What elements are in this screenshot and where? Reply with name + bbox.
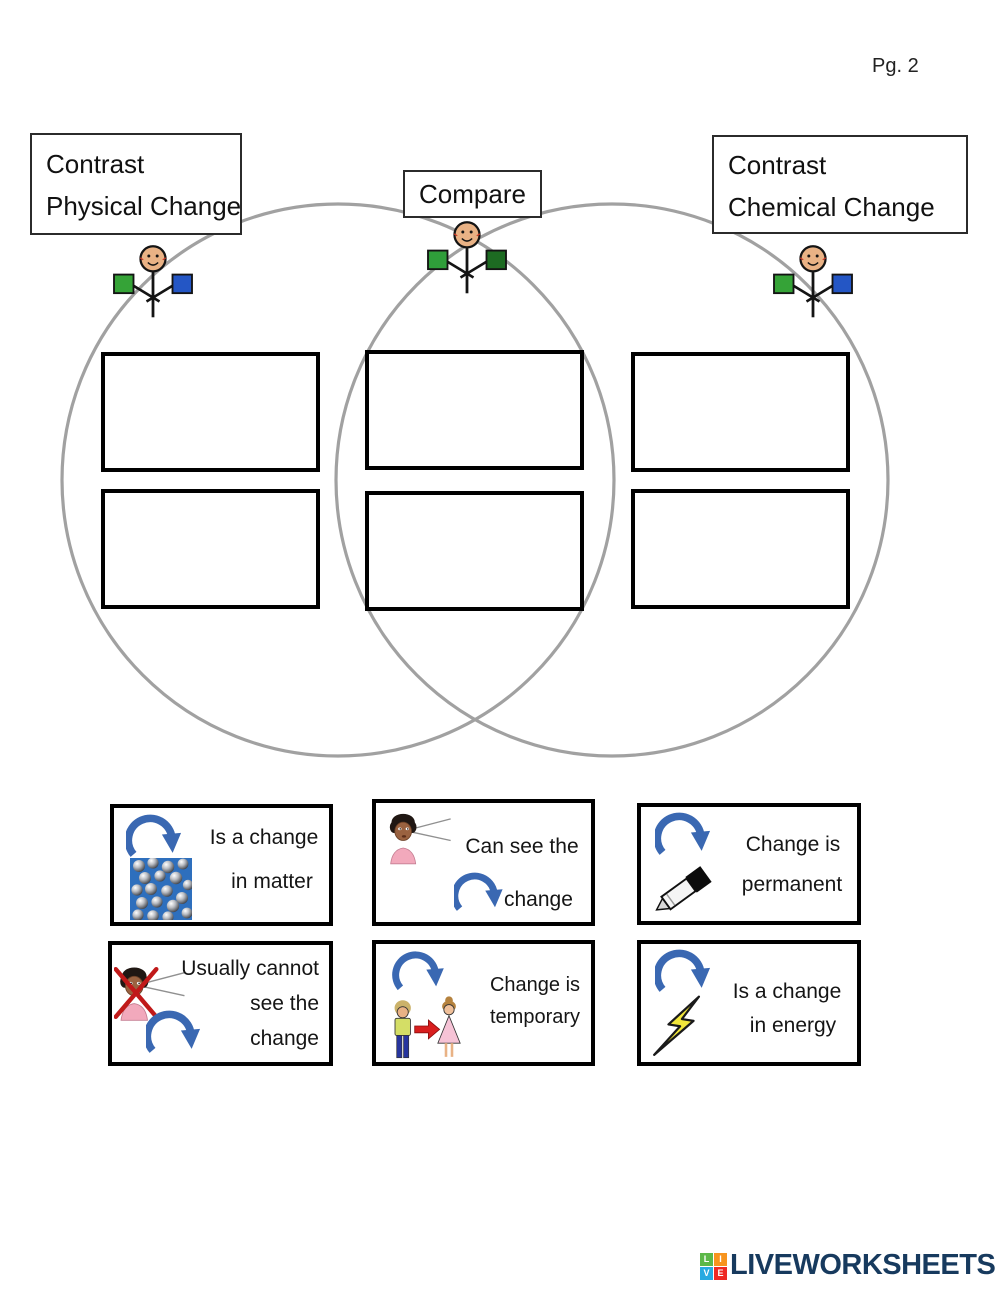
label-line: Physical Change — [46, 191, 242, 221]
card-text-line: in matter — [231, 870, 313, 893]
card-text-line: in energy — [749, 1014, 837, 1037]
molecules-icon — [130, 858, 192, 920]
liveworksheets-logo-text: LIVEWORKSHEETS — [730, 1249, 996, 1281]
label-line: Contrast — [728, 150, 827, 180]
drop-zone-both-2[interactable] — [365, 491, 584, 611]
card-text-line: Usually cannot — [181, 957, 319, 980]
page-number-label: Pg. 2 — [872, 55, 919, 77]
label-contrast-physical-change: Contrast Physical Change — [30, 133, 242, 235]
figure-head — [799, 245, 827, 273]
curved-arrow-icon — [392, 950, 448, 992]
card-is-a-change-in-matter[interactable]: Is a change in matter — [110, 804, 333, 926]
logo-square: V — [700, 1267, 713, 1280]
figure-head — [139, 245, 167, 273]
card-change-is-temporary[interactable]: Change is temporary — [372, 940, 595, 1066]
marker-pen-icon — [655, 866, 712, 911]
person-transform-icon — [394, 996, 461, 1059]
card-text-line: permanent — [741, 873, 843, 896]
drop-zone-physical-1[interactable] — [101, 352, 320, 472]
logo-square: L — [700, 1253, 713, 1266]
card-text-line: change — [250, 1027, 319, 1050]
held-square-left — [427, 249, 449, 271]
drop-zone-chemical-2[interactable] — [631, 489, 850, 609]
curved-arrow-icon — [126, 813, 184, 859]
drop-zone-both-1[interactable] — [365, 350, 584, 470]
venn-left-circle — [60, 202, 616, 758]
card-text-line: Can see the — [465, 835, 579, 858]
drop-zone-physical-2[interactable] — [101, 489, 320, 609]
card-is-a-change-in-energy[interactable]: Is a change in energy — [637, 940, 861, 1066]
logo-square: I — [714, 1253, 727, 1266]
curved-arrow-icon — [655, 811, 713, 857]
card-text-line: Is a change — [732, 980, 842, 1003]
card-text-line: see the — [250, 992, 319, 1015]
label-line: Compare — [419, 179, 526, 209]
held-square-right — [171, 273, 193, 295]
curved-arrow-icon — [454, 871, 504, 913]
stick-figure-physical — [113, 245, 193, 318]
venn-right-circle — [334, 202, 890, 758]
figure-head — [453, 221, 481, 249]
lightning-bolt-icon — [653, 995, 701, 1056]
stick-figure-compare — [427, 221, 507, 294]
card-usually-cannot-see-the-change[interactable]: Usually cannot see the change — [108, 941, 333, 1066]
curved-arrow-icon — [655, 948, 713, 994]
face-crossed-out-icon — [114, 967, 185, 1021]
held-square-right — [485, 249, 507, 271]
liveworksheets-logo-icon: L I V E — [700, 1253, 727, 1280]
held-square-left — [773, 273, 795, 295]
face-looking-icon — [389, 813, 451, 865]
card-text-line: temporary — [489, 1006, 581, 1028]
stick-figure-chemical — [773, 245, 853, 318]
card-can-see-the-change[interactable]: Can see the change — [372, 799, 595, 926]
label-line: Contrast — [46, 149, 145, 179]
held-square-right — [831, 273, 853, 295]
held-square-left — [113, 273, 135, 295]
card-text-line: Change is — [745, 833, 841, 856]
card-change-is-permanent[interactable]: Change is permanent — [637, 803, 861, 925]
drop-zone-chemical-1[interactable] — [631, 352, 850, 472]
label-line: Chemical Change — [728, 192, 935, 222]
card-text-line: Is a change — [209, 826, 319, 849]
label-compare: Compare — [403, 170, 542, 218]
logo-square: E — [714, 1267, 727, 1280]
card-text-line: change — [504, 888, 573, 911]
label-contrast-chemical-change: Contrast Chemical Change — [712, 135, 968, 234]
card-text-line: Change is — [489, 974, 581, 996]
